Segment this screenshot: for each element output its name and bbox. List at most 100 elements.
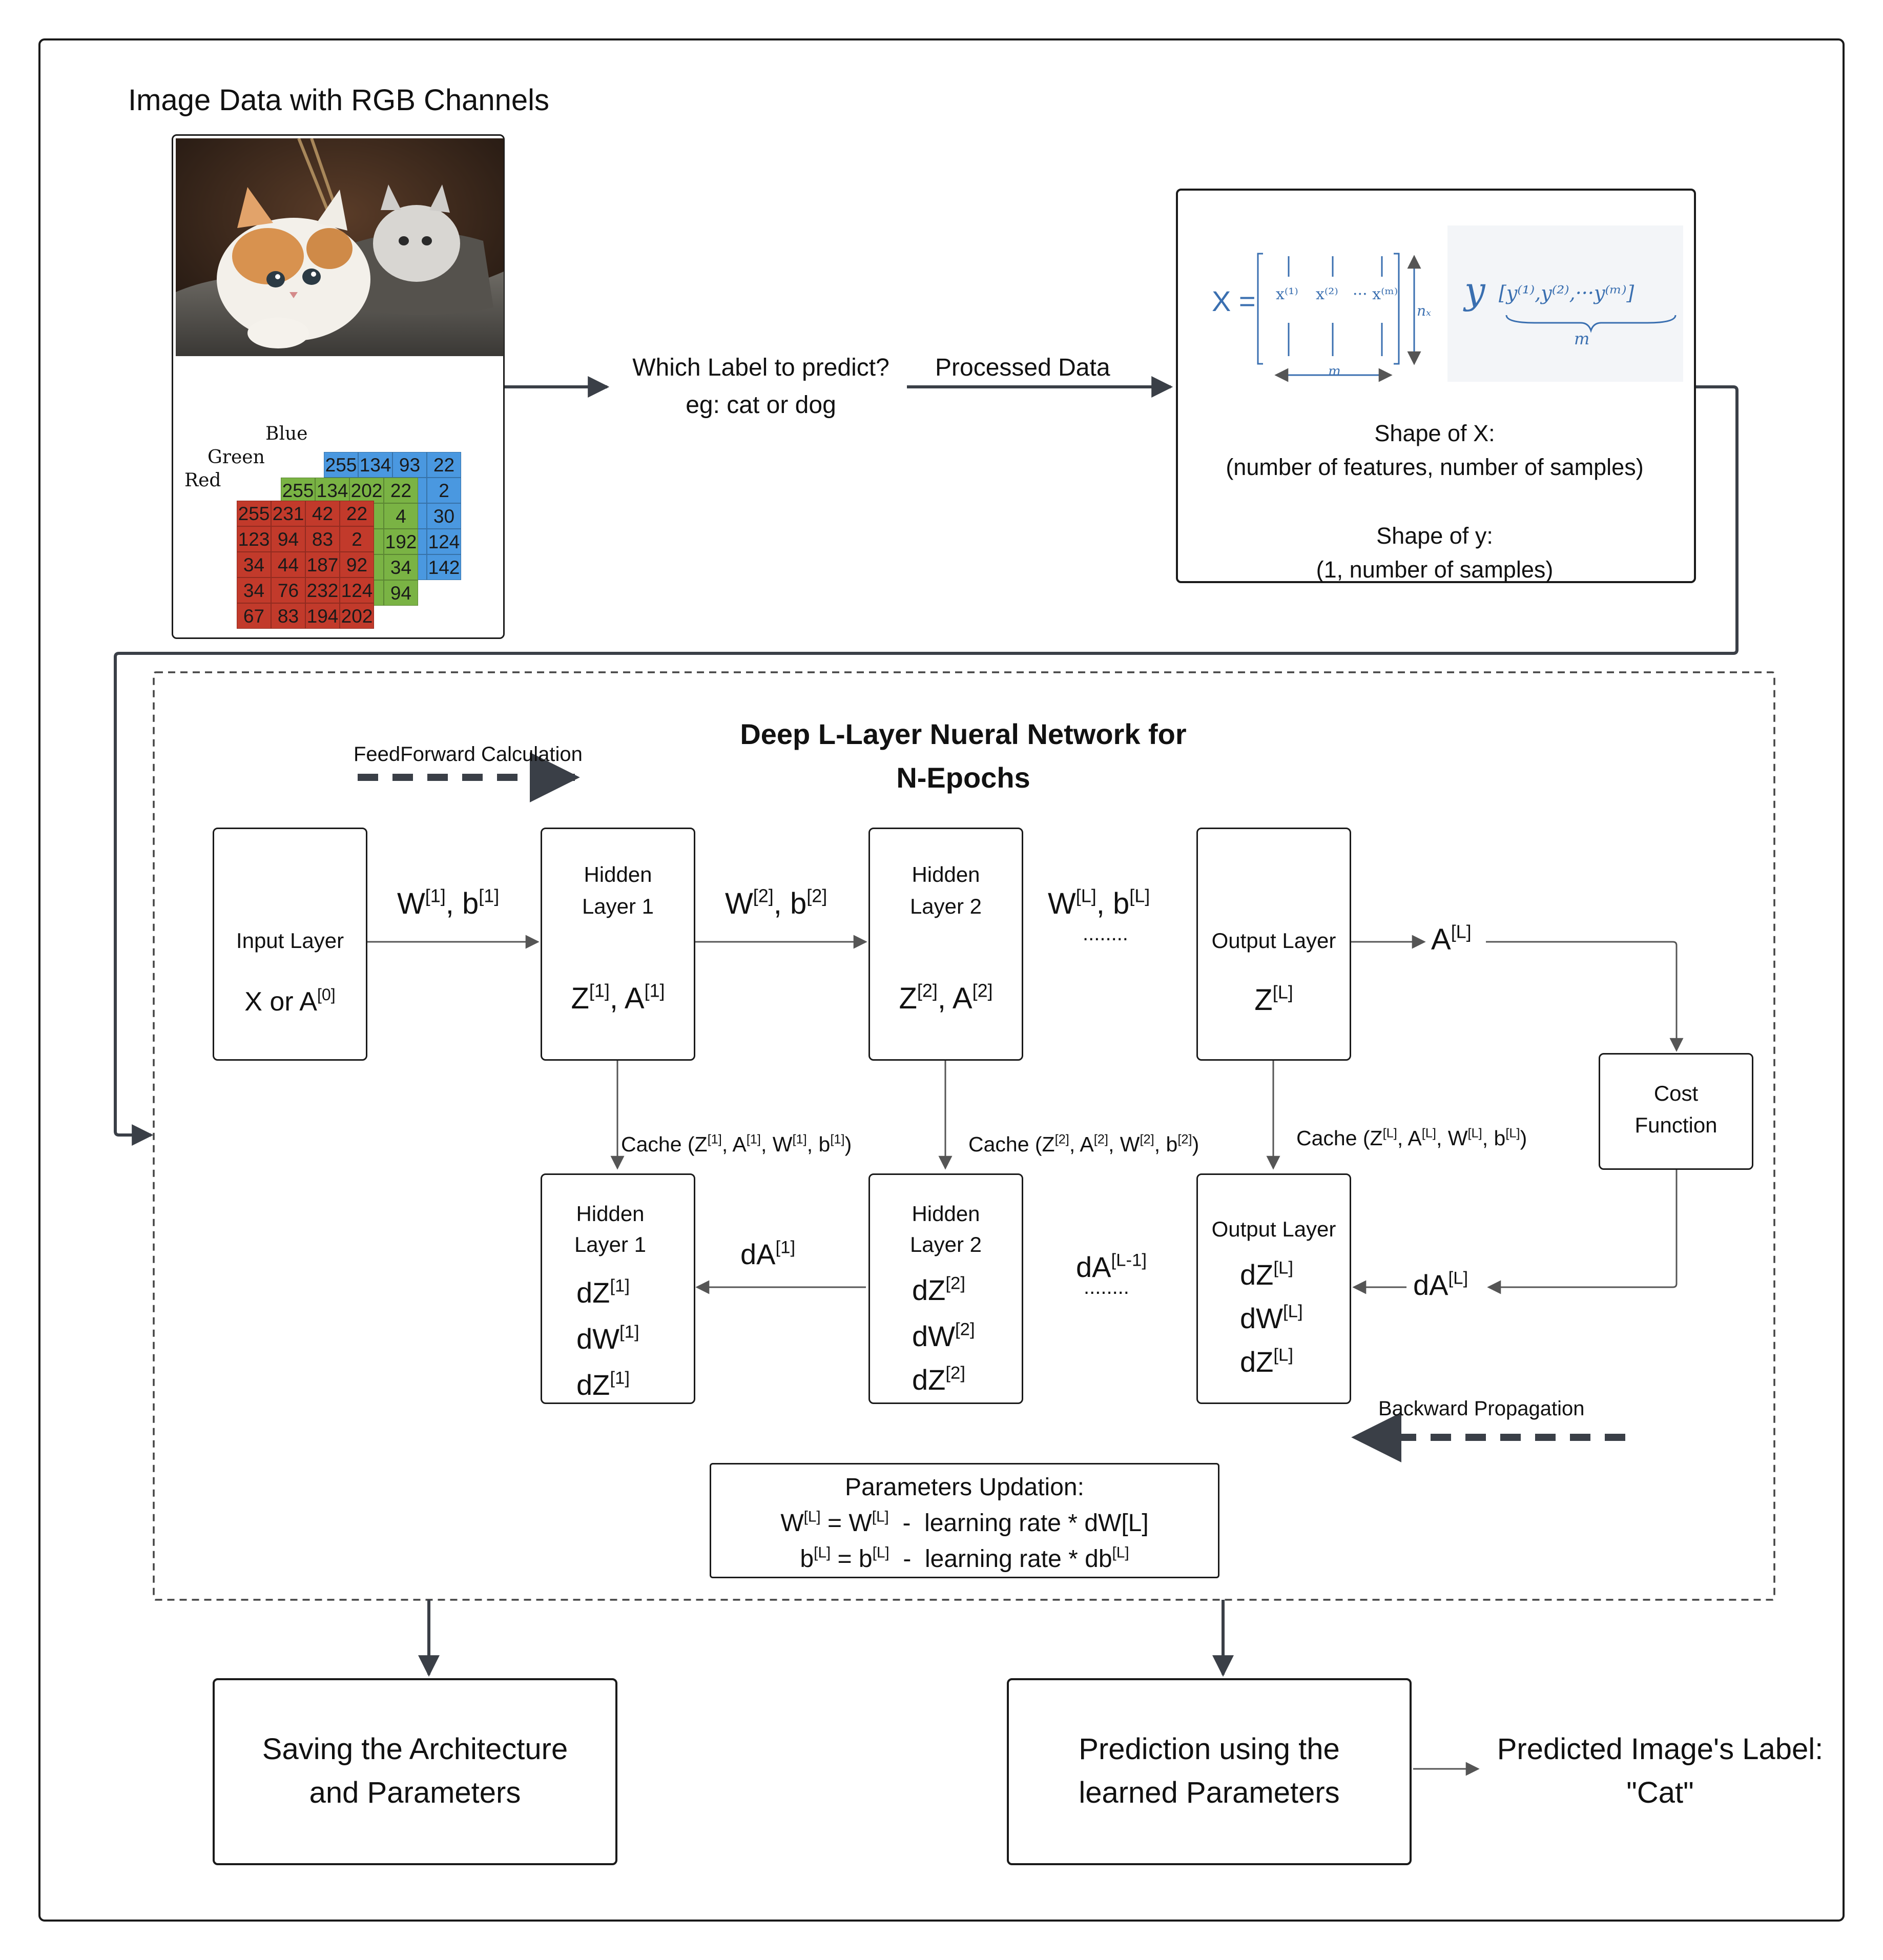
arrow-al-to-cost [1486, 941, 1684, 1052]
y-symbol: y [1464, 269, 1485, 312]
arrow-data-to-network [114, 385, 1739, 1146]
channel-label-blue: Blue [265, 423, 308, 444]
matrix-cell-blue: 22 [427, 452, 461, 478]
network-container [153, 671, 1775, 1601]
x-col-1: x⁽¹⁾ [1276, 285, 1298, 303]
input-layer-name: Input Layer [236, 929, 344, 953]
back-output-layer-dz2: dZ[L] [1240, 1345, 1293, 1378]
weights-2-label: W[2], b[2] [725, 885, 827, 920]
output-layer-box [1196, 828, 1351, 1061]
backward-label: Backward Propagation [1378, 1397, 1585, 1420]
matrix-cell-red: 22 [340, 501, 374, 526]
grad-da1-label: dA[1] [740, 1237, 796, 1270]
matrix-cell-red: 231 [271, 501, 305, 526]
saving-box [213, 1678, 617, 1865]
hidden-layer-1-line2: Layer 1 [582, 894, 654, 918]
matrix-cell-green: 94 [384, 580, 418, 606]
hidden-layer-2-box [868, 828, 1023, 1061]
grad-dal1-label: dA[L-1] [1076, 1250, 1147, 1283]
m-label-y: m [1574, 329, 1590, 348]
weights-l-label: W[L], b[L] [1048, 885, 1150, 920]
matrix-cell-red: 255 [237, 501, 271, 526]
parameters-update-title: Parameters Updation: [845, 1474, 1084, 1501]
matrix-cell-red: 34 [237, 577, 271, 603]
grad-dal-label: dA[L] [1413, 1268, 1468, 1301]
kitten-photo [176, 138, 504, 356]
nx-label: nₓ [1417, 302, 1431, 319]
back-output-layer-name: Output Layer [1211, 1217, 1336, 1241]
matrix-cell-blue: 142 [427, 554, 461, 580]
back-hidden-layer-1-line1: Hidden [576, 1202, 645, 1226]
shape-y-title: Shape of y: [1376, 523, 1493, 549]
matrix-cell-red: 76 [271, 577, 305, 603]
matrix-cell-green: 202 [349, 478, 384, 503]
m-label-x: m [1328, 364, 1341, 379]
input-layer-value: X or A[0] [244, 985, 336, 1017]
matrix-cell-red: 83 [305, 526, 340, 552]
channel-label-red: Red [184, 470, 221, 491]
arrow-cost-to-dal [1487, 1168, 1678, 1294]
matrix-cell-blue: 124 [427, 529, 461, 554]
cache-1-label: Cache (Z[1], A[1], W[1], b[1]) [621, 1132, 852, 1156]
matrix-cell-green: 34 [384, 554, 418, 580]
matrix-cell-red: 83 [271, 603, 305, 629]
backward-ellipsis: ........ [1084, 1276, 1129, 1298]
matrix-cell-red: 202 [340, 603, 374, 629]
shape-y-value: (1, number of samples) [1316, 556, 1554, 583]
hidden-layer-2-line2: Layer 2 [909, 894, 982, 918]
saving-box-line2: and Parameters [309, 1776, 521, 1809]
matrix-cell-red: 124 [340, 577, 374, 603]
matrix-cell-blue: 93 [392, 452, 427, 478]
y-vector: [y⁽¹⁾,y⁽²⁾,···y⁽ᵐ⁾] [1499, 282, 1634, 304]
output-layer-name: Output Layer [1211, 929, 1336, 953]
cache-2-label: Cache (Z[2], A[2], W[2], b[2]) [968, 1132, 1199, 1156]
y-vector-panel [1447, 225, 1683, 382]
hidden-layer-1-line1: Hidden [584, 862, 652, 886]
matrix-cell-red: 34 [237, 552, 271, 577]
predicted-label-line2: "Cat" [1626, 1776, 1694, 1809]
question-line-1: Which Label to predict? [632, 354, 889, 381]
matrix-cell-red: 42 [305, 501, 340, 526]
parameters-update-w-rule: W[L] = W[L] - learning rate * dW[L] [780, 1508, 1149, 1537]
matrix-cell-red: 187 [305, 552, 340, 577]
hidden-layer-1-za: Z[1], A[1] [571, 980, 665, 1015]
back-output-layer-dw: dW[L] [1240, 1302, 1303, 1334]
data-matrix-formula [1257, 253, 1421, 382]
back-output-layer-box [1196, 1173, 1351, 1404]
saving-box-line1: Saving the Architecture [262, 1732, 568, 1766]
processed-data-label: Processed Data [935, 354, 1110, 381]
back-hidden-layer-2-line2: Layer 2 [909, 1232, 982, 1256]
back-hidden-layer-2-box [868, 1173, 1023, 1404]
back-hidden-layer-2-dz2: dZ[2] [912, 1363, 965, 1396]
matrix-cell-red: 232 [305, 577, 340, 603]
cost-function-box [1599, 1053, 1753, 1170]
x-col-2: x⁽²⁾ [1316, 285, 1338, 303]
matrix-cell-red: 67 [237, 603, 271, 629]
activation-l-label: A[L] [1431, 921, 1472, 956]
matrix-cell-red: 44 [271, 552, 305, 577]
output-layer-z: Z[L] [1254, 981, 1293, 1017]
matrix-cell-red: 2 [340, 526, 374, 552]
forward-ellipsis: ........ [1083, 922, 1128, 945]
matrix-cell-green: 192 [384, 529, 418, 554]
matrix-cell-blue: 2 [427, 478, 461, 503]
back-hidden-layer-2-line1: Hidden [912, 1202, 980, 1226]
cache-l-label: Cache (Z[L], A[L], W[L], b[L]) [1296, 1126, 1527, 1150]
hidden-layer-1-box [541, 828, 695, 1061]
shape-x-value: (number of features, number of samples) [1226, 454, 1644, 480]
predicted-label-line1: Predicted Image's Label: [1497, 1732, 1824, 1766]
prediction-box [1007, 1678, 1412, 1865]
matrix-cell-green: 22 [384, 478, 418, 503]
matrix-cell-blue: 30 [427, 503, 461, 529]
cost-function-line1: Cost [1653, 1081, 1699, 1105]
hidden-layer-2-line1: Hidden [912, 862, 980, 886]
parameters-update-box [710, 1463, 1219, 1578]
back-hidden-layer-1-box [541, 1173, 695, 1404]
matrix-cell-blue: 134 [358, 452, 392, 478]
matrix-cell-red: 123 [237, 526, 271, 552]
x-equals: X = [1212, 285, 1256, 317]
cost-function-line2: Function [1634, 1113, 1718, 1137]
network-title-line-1: Deep L-Layer Nueral Network for [740, 718, 1187, 750]
